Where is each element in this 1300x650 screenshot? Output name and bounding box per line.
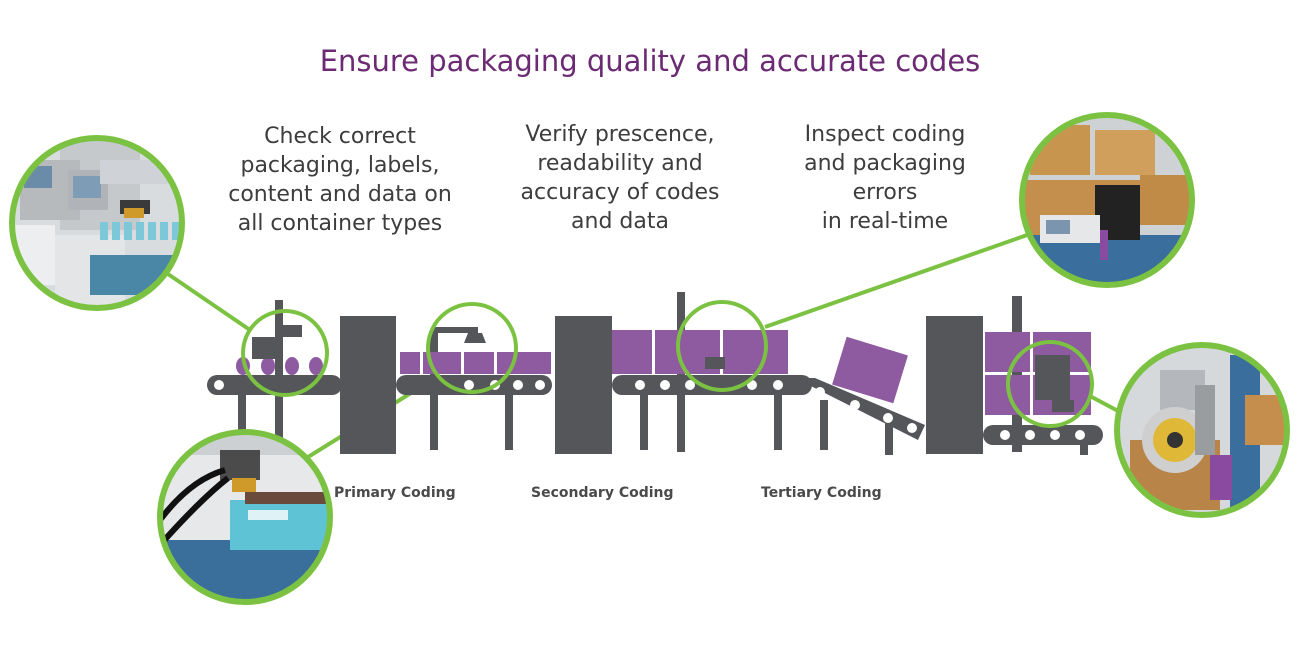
inspection-highlight-rings [241,300,1094,428]
photo-primary-coding-closeup [160,432,330,602]
photo-frame [157,429,333,605]
description-line: all container types [237,211,443,236]
photo-tertiary-labeler [1117,345,1287,515]
secondary-coding-label: Secondary Coding [531,485,674,501]
description-line: in real-time [821,209,949,234]
product-items [236,330,1091,415]
description-line: packaging, labels, [240,153,440,178]
page-title: Ensure packaging quality and accurate co… [319,44,981,78]
description-line: Check correct [264,124,416,149]
secondary-inspection-description: Verify prescence, readability and accura… [505,120,735,236]
photo-frame [1114,342,1290,518]
primary-coding-label: Primary Coding [334,485,456,501]
description-line: readability and [537,151,703,176]
coding-machines [340,316,983,454]
photo-frame [1019,112,1195,288]
photo-primary-vision-station [12,138,182,308]
description-line: and data [571,209,669,234]
description-line: accuracy of codes [520,180,720,205]
photo-frame [9,135,185,311]
description-line: errors [852,180,918,205]
description-line: and packaging [804,151,966,176]
primary-inspection-description: Check correct packaging, labels, content… [225,122,455,238]
description-line: Inspect coding [804,122,966,147]
description-line: Verify prescence, [525,122,715,147]
conveyor-rollers [214,380,1085,440]
description-line: content and data on [228,182,452,207]
tertiary-coding-label: Tertiary Coding [761,485,882,501]
small-coders [252,325,1074,412]
tertiary-inspection-description: Inspect coding and packaging errors in r… [770,120,1000,236]
